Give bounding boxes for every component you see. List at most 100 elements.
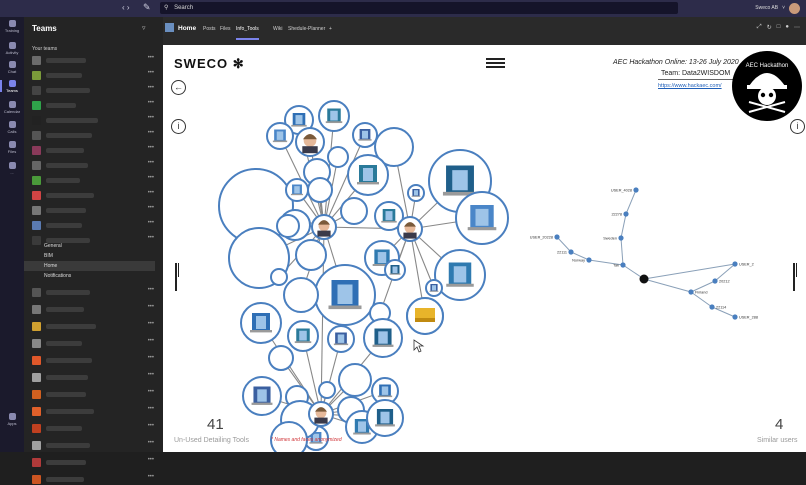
menu-icon[interactable] bbox=[486, 58, 505, 70]
rail-item-calendar[interactable]: Calendar bbox=[0, 101, 24, 114]
tab-posts[interactable]: Posts bbox=[203, 26, 216, 32]
team-item[interactable]: ••• bbox=[30, 175, 158, 186]
empty-bubble[interactable] bbox=[283, 277, 319, 313]
more-icon[interactable]: ⋯ bbox=[794, 25, 800, 31]
tool-bubble[interactable] bbox=[327, 325, 355, 353]
back-forward-arrows[interactable]: ‹ › bbox=[122, 3, 130, 12]
tool-bubble[interactable] bbox=[287, 320, 319, 352]
tool-bubble[interactable] bbox=[366, 399, 404, 437]
more-options-icon[interactable]: ••• bbox=[147, 190, 154, 196]
tool-bubble[interactable] bbox=[374, 201, 404, 231]
rail-item-apps[interactable]: Apps bbox=[0, 413, 24, 426]
more-options-icon[interactable]: ••• bbox=[147, 474, 154, 480]
more-options-icon[interactable]: ••• bbox=[147, 440, 154, 446]
team-item[interactable]: ••• bbox=[30, 338, 158, 349]
user-face-bubble[interactable] bbox=[311, 214, 337, 240]
team-item[interactable]: ••• bbox=[30, 304, 158, 315]
empty-bubble[interactable] bbox=[327, 146, 349, 168]
chat-icon[interactable]: □ bbox=[776, 24, 781, 30]
more-options-icon[interactable]: ••• bbox=[147, 55, 154, 61]
user-face-bubble[interactable] bbox=[308, 401, 334, 427]
more-options-icon[interactable]: ••• bbox=[147, 220, 154, 226]
user-node[interactable] bbox=[709, 304, 715, 310]
team-item[interactable]: ••• bbox=[30, 55, 158, 66]
tool-bubble-network[interactable]: USER_402822278SwedenUSER_2022822111Norwa… bbox=[163, 45, 806, 452]
rail-item-activity[interactable]: Activity bbox=[0, 42, 24, 55]
user-node[interactable] bbox=[732, 314, 738, 320]
empty-bubble[interactable] bbox=[340, 197, 368, 225]
tool-bubble[interactable] bbox=[455, 191, 509, 245]
more-options-icon[interactable]: ••• bbox=[147, 423, 154, 429]
team-item[interactable]: ••• bbox=[30, 406, 158, 417]
tool-bubble[interactable] bbox=[434, 249, 486, 301]
team-item[interactable]: ••• bbox=[30, 145, 158, 156]
team-item[interactable]: ••• bbox=[30, 423, 158, 434]
team-item[interactable]: ••• bbox=[30, 389, 158, 400]
rail-item-files[interactable]: Files bbox=[0, 141, 24, 154]
filter-icon[interactable]: ▿ bbox=[142, 25, 146, 32]
empty-bubble[interactable] bbox=[270, 268, 288, 286]
more-options-icon[interactable]: ••• bbox=[147, 115, 154, 121]
channel-notifications[interactable]: Notifications bbox=[44, 273, 72, 279]
more-options-icon[interactable]: ••• bbox=[147, 160, 154, 166]
team-item[interactable]: ••• bbox=[30, 355, 158, 366]
team-item[interactable]: ••• bbox=[30, 457, 158, 468]
team-item[interactable]: ••• bbox=[30, 85, 158, 96]
team-item[interactable]: ••• bbox=[30, 440, 158, 451]
user-node[interactable] bbox=[712, 278, 718, 284]
more-options-icon[interactable]: ••• bbox=[147, 355, 154, 361]
rail-item-training[interactable]: Training bbox=[0, 20, 24, 33]
user-node[interactable] bbox=[732, 261, 738, 267]
tab-files[interactable]: Files bbox=[220, 26, 231, 32]
tab-info_tools[interactable]: Info_Tools bbox=[236, 26, 259, 40]
rail-item-[interactable]: ... bbox=[0, 162, 24, 175]
refresh-icon[interactable]: ↻ bbox=[766, 25, 772, 31]
empty-bubble[interactable] bbox=[270, 421, 308, 452]
info-icon-right[interactable]: i bbox=[790, 119, 805, 134]
globe-icon[interactable]: ● bbox=[785, 24, 789, 30]
more-options-icon[interactable]: ••• bbox=[147, 338, 154, 344]
tool-bubble[interactable] bbox=[347, 154, 389, 196]
empty-bubble[interactable] bbox=[318, 381, 336, 399]
highlighted-tool-bubble[interactable] bbox=[406, 297, 444, 335]
empty-bubble[interactable] bbox=[307, 177, 333, 203]
tab--[interactable]: + bbox=[329, 26, 332, 32]
more-options-icon[interactable]: ••• bbox=[147, 389, 154, 395]
more-options-icon[interactable]: ••• bbox=[147, 130, 154, 136]
channel-general[interactable]: General bbox=[44, 243, 62, 249]
empty-bubble[interactable] bbox=[338, 363, 372, 397]
tool-bubble[interactable] bbox=[384, 259, 406, 281]
team-item[interactable]: ••• bbox=[30, 287, 158, 298]
more-options-icon[interactable]: ••• bbox=[147, 304, 154, 310]
search-input[interactable]: ⚲ Search bbox=[160, 2, 678, 14]
tab-wiki[interactable]: Wiki bbox=[273, 26, 283, 32]
tool-bubble[interactable] bbox=[318, 100, 350, 132]
team-item[interactable]: ••• bbox=[30, 220, 158, 231]
rail-item-calls[interactable]: Calls bbox=[0, 121, 24, 134]
more-options-icon[interactable]: ••• bbox=[147, 287, 154, 293]
team-item[interactable]: ••• bbox=[30, 70, 158, 81]
tool-bubble[interactable] bbox=[242, 376, 282, 416]
tool-bubble[interactable] bbox=[407, 184, 425, 202]
tool-bubble[interactable] bbox=[314, 264, 376, 326]
empty-bubble[interactable] bbox=[374, 127, 414, 167]
rail-item-chat[interactable]: Chat bbox=[0, 61, 24, 74]
user-menu[interactable]: Sweco AB ˅ bbox=[755, 2, 800, 14]
bookmark-bars-icon-right[interactable] bbox=[793, 263, 801, 291]
tool-bubble[interactable] bbox=[425, 279, 443, 297]
current-user-node[interactable] bbox=[639, 274, 649, 284]
channel-home[interactable]: Home bbox=[44, 263, 58, 269]
team-item[interactable]: ••• bbox=[30, 205, 158, 216]
rail-item-teams[interactable]: Teams bbox=[0, 80, 24, 93]
expand-icon[interactable]: ⤢ bbox=[756, 24, 762, 30]
more-options-icon[interactable]: ••• bbox=[147, 85, 154, 91]
more-options-icon[interactable]: ••• bbox=[147, 70, 154, 76]
empty-bubble[interactable] bbox=[268, 345, 294, 371]
tool-bubble[interactable] bbox=[352, 122, 378, 148]
more-options-icon[interactable]: ••• bbox=[147, 321, 154, 327]
user-face-bubble[interactable] bbox=[397, 216, 423, 242]
avatar[interactable] bbox=[789, 2, 800, 14]
team-item[interactable]: ••• bbox=[30, 321, 158, 332]
user-face-bubble[interactable] bbox=[295, 127, 325, 157]
bookmark-bars-icon-left[interactable] bbox=[175, 263, 183, 291]
